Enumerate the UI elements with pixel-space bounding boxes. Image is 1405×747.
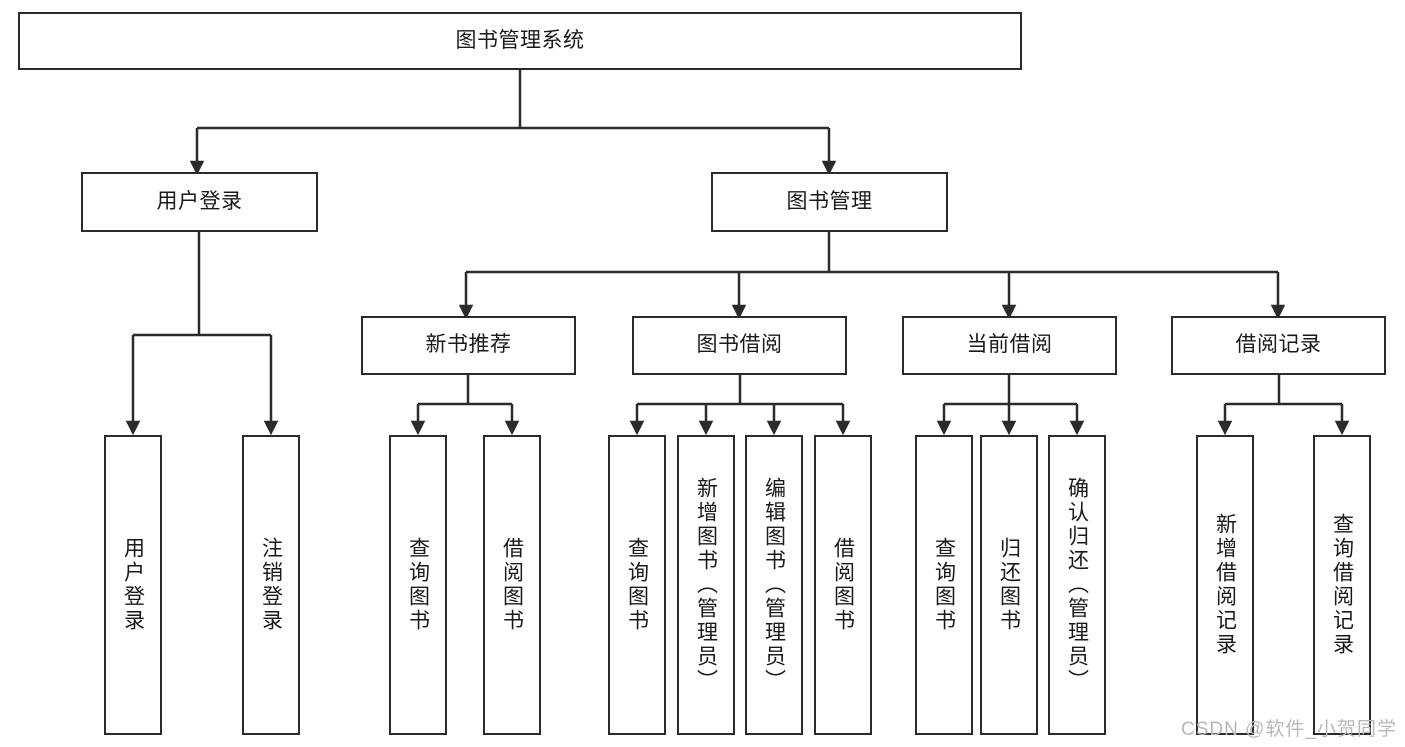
node-borrow-record[interactable]: 借阅记录 — [1171, 316, 1386, 375]
node-leaf-user-logout-label: 注销登录 — [259, 537, 283, 633]
node-leaf-add-record[interactable]: 新增借阅记录 — [1196, 435, 1254, 735]
node-leaf-edit-book[interactable]: 编辑图书（管理员） — [745, 435, 803, 735]
node-current-borrow-label: 当前借阅 — [966, 333, 1053, 357]
node-leaf-query-book-1[interactable]: 查询图书 — [389, 435, 447, 735]
node-leaf-query-book-3[interactable]: 查询图书 — [915, 435, 973, 735]
node-leaf-borrow-book-1-label: 借阅图书 — [500, 537, 524, 633]
node-leaf-borrow-book-2-label: 借阅图书 — [831, 537, 855, 633]
node-leaf-edit-book-label: 编辑图书（管理员） — [762, 477, 786, 693]
node-leaf-add-book-label: 新增图书（管理员） — [694, 477, 718, 693]
node-user-login[interactable]: 用户登录 — [81, 172, 318, 232]
node-leaf-query-record[interactable]: 查询借阅记录 — [1313, 435, 1371, 735]
node-leaf-query-record-label: 查询借阅记录 — [1330, 513, 1354, 657]
node-root-label: 图书管理系统 — [455, 28, 585, 52]
node-current-borrow[interactable]: 当前借阅 — [902, 316, 1117, 375]
node-leaf-query-book-2-label: 查询图书 — [625, 537, 649, 633]
node-leaf-return-book-label: 归还图书 — [997, 537, 1021, 633]
node-leaf-query-book-2[interactable]: 查询图书 — [608, 435, 666, 735]
node-leaf-add-record-label: 新增借阅记录 — [1213, 513, 1237, 657]
node-leaf-add-book[interactable]: 新增图书（管理员） — [677, 435, 735, 735]
node-book-borrow[interactable]: 图书借阅 — [632, 316, 847, 375]
node-new-book-recommend-label: 新书推荐 — [425, 333, 512, 357]
node-leaf-return-book[interactable]: 归还图书 — [980, 435, 1038, 735]
node-new-book-recommend[interactable]: 新书推荐 — [361, 316, 576, 375]
node-book-management-label: 图书管理 — [786, 189, 873, 213]
watermark: CSDN @软件_小贺同学 — [1181, 719, 1397, 740]
node-leaf-user-logout[interactable]: 注销登录 — [242, 435, 300, 735]
node-leaf-query-book-3-label: 查询图书 — [932, 537, 956, 633]
node-leaf-query-book-1-label: 查询图书 — [406, 537, 430, 633]
node-book-management[interactable]: 图书管理 — [711, 172, 948, 232]
node-leaf-borrow-book-1[interactable]: 借阅图书 — [483, 435, 541, 735]
node-leaf-user-login-label: 用户登录 — [121, 537, 145, 633]
node-leaf-confirm-return-label: 确认归还（管理员） — [1065, 477, 1089, 693]
node-user-login-label: 用户登录 — [156, 189, 243, 213]
node-book-borrow-label: 图书借阅 — [696, 333, 783, 357]
node-leaf-user-login[interactable]: 用户登录 — [104, 435, 162, 735]
node-leaf-borrow-book-2[interactable]: 借阅图书 — [814, 435, 872, 735]
node-root[interactable]: 图书管理系统 — [18, 12, 1022, 70]
node-leaf-confirm-return[interactable]: 确认归还（管理员） — [1048, 435, 1106, 735]
node-borrow-record-label: 借阅记录 — [1235, 333, 1322, 357]
